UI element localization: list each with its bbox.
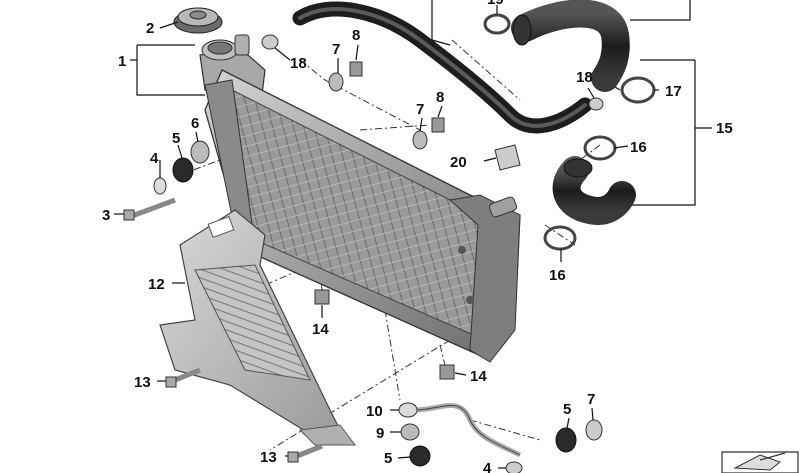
callout-2: 2	[146, 20, 154, 37]
washer-10	[398, 402, 418, 418]
hose-clamp-19	[483, 13, 511, 35]
clip-8b	[431, 117, 445, 133]
callout-12: 12	[148, 276, 165, 293]
callout-10: 10	[366, 403, 383, 420]
callout-7a: 7	[332, 41, 340, 58]
lower-coolant-pipe	[414, 403, 522, 458]
grommet-7b	[412, 130, 428, 150]
callout-14b: 14	[470, 368, 487, 385]
hose-clamp-16a	[583, 135, 617, 161]
sleeve-9	[400, 423, 420, 441]
corner-symbol-icon	[721, 451, 799, 473]
callout-16b: 16	[549, 267, 566, 284]
callout-9: 9	[376, 425, 384, 442]
grommet-5b	[409, 445, 431, 467]
hose-clip-18a	[261, 34, 279, 50]
callout-7b: 7	[416, 101, 424, 118]
leader-lines	[114, 5, 659, 469]
bolt-3	[123, 197, 176, 221]
grommet-5c	[555, 427, 577, 453]
callout-13b: 13	[260, 449, 277, 466]
callout-7c: 7	[587, 391, 595, 408]
callout-3: 3	[102, 207, 110, 224]
coolant-hose-lower-right	[552, 156, 636, 225]
callout-5c: 5	[563, 401, 571, 418]
callout-4b: 4	[483, 460, 492, 473]
grommet-7a	[328, 72, 344, 92]
callout-8b: 8	[436, 89, 444, 106]
callout-17: 17	[665, 83, 682, 100]
callout-18b: 18	[576, 69, 593, 86]
sleeve-6	[190, 140, 210, 164]
washer-4b	[505, 461, 523, 473]
callout-4a: 4	[150, 150, 159, 167]
washer-4a	[153, 177, 167, 195]
callout-14a: 14	[312, 321, 329, 338]
callout-20: 20	[450, 154, 467, 171]
radiator-cap	[173, 7, 223, 34]
radiator	[204, 69, 521, 363]
callout-1: 1	[118, 53, 126, 70]
callout-19: 19	[487, 0, 504, 8]
radiator-guard	[159, 209, 356, 446]
callout-13a: 13	[134, 374, 151, 391]
nut-14b	[439, 364, 455, 380]
hose-clamp-17	[620, 76, 656, 104]
washer-7c	[585, 419, 603, 441]
callout-5a: 5	[172, 130, 180, 147]
bracket-lines	[130, 0, 712, 206]
callouts: 1 2 3 4 5 6 7 8 7 8 18 18 19 20 16 16 17…	[102, 0, 733, 473]
grommet-5a	[172, 157, 194, 183]
clip-8a	[349, 61, 363, 77]
callout-16a: 16	[630, 139, 647, 156]
coolant-hose-upper-right	[511, 0, 630, 92]
callout-18a: 18	[290, 55, 307, 72]
hose-clip-18b	[588, 97, 604, 111]
upper-hose	[292, 1, 593, 134]
hose-clip-20	[494, 144, 521, 171]
callout-6: 6	[191, 115, 199, 132]
hose-clamp-16b	[543, 225, 577, 251]
screw-13b	[287, 443, 323, 463]
callout-8a: 8	[352, 27, 360, 44]
screw-13a	[165, 367, 201, 388]
callout-5b: 5	[384, 450, 392, 467]
nut-14a	[314, 289, 330, 305]
callout-15: 15	[716, 120, 733, 137]
